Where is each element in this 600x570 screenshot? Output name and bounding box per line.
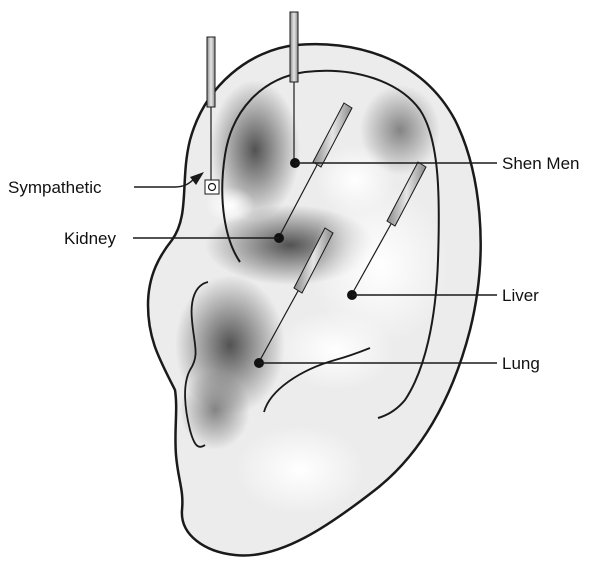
label-shen-men: Shen Men bbox=[502, 155, 580, 172]
needle-sympathetic-handle bbox=[207, 37, 215, 107]
label-kidney: Kidney bbox=[64, 230, 116, 247]
label-lung: Lung bbox=[502, 355, 540, 372]
label-liver: Liver bbox=[502, 287, 539, 304]
label-sympathetic: Sympathetic bbox=[8, 179, 102, 196]
highlight-4 bbox=[235, 425, 365, 515]
shadow-lower bbox=[180, 370, 250, 450]
sympathetic-point bbox=[209, 184, 216, 191]
needle-shenmen-handle bbox=[290, 12, 298, 82]
